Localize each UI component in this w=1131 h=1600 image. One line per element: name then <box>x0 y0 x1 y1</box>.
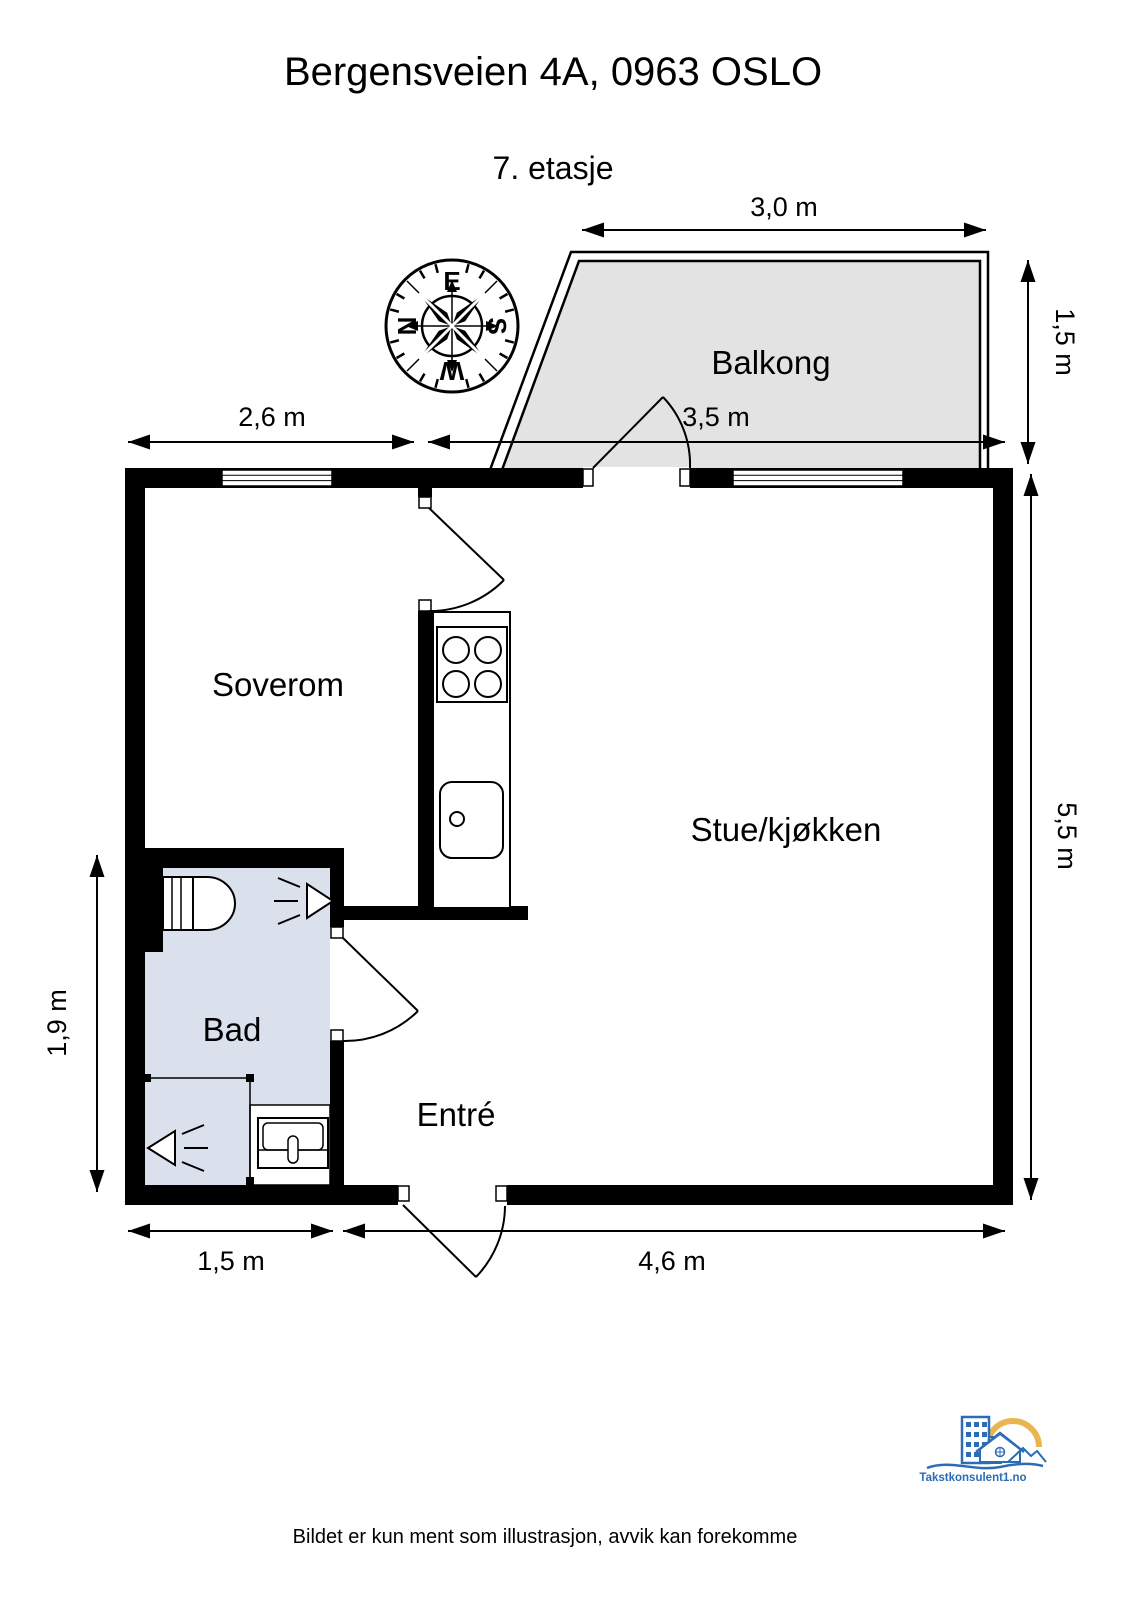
dimension-label-bath-depth: 1,9 m <box>42 989 72 1057</box>
dimension-label-bedroom-width: 2,6 m <box>238 402 306 432</box>
bedroom-window <box>221 469 333 487</box>
compass-letter-south: S <box>482 317 512 334</box>
living-room-window <box>732 469 904 487</box>
dimension-lines <box>89 222 1039 1239</box>
compass-letter-west: W <box>439 356 464 386</box>
compass-letter-east: E <box>443 266 460 296</box>
room-label-living-kitchen: Stue/kjøkken <box>691 811 882 848</box>
dimension-label-living-width: 3,5 m <box>682 402 750 432</box>
compass-rose: E S W N <box>384 258 520 394</box>
room-label-bedroom: Soverom <box>212 666 344 703</box>
spotlight-icon <box>274 877 335 925</box>
dimension-label-balcony-depth: 1,5 m <box>1050 308 1080 376</box>
bathroom-door <box>330 926 419 1043</box>
dimension-label-bottom-width: 4,6 m <box>638 1246 706 1276</box>
page-title: Bergensveien 4A, 0963 OSLO <box>283 50 823 94</box>
floor-subtitle: 7. etasje <box>492 150 614 186</box>
disclaimer-text: Bildet er kun ment som illustrasjon, avv… <box>292 1526 798 1548</box>
logo-mountains <box>1007 1446 1047 1463</box>
washbasin-icon <box>257 1117 329 1169</box>
room-label-balcony: Balkong <box>711 344 830 381</box>
dimension-label-balcony-width: 3,0 m <box>750 192 818 222</box>
kitchen-sink-icon <box>439 781 504 859</box>
bedroom-door <box>418 496 505 613</box>
logo-house <box>975 1431 1025 1463</box>
logo-wave <box>926 1462 1044 1470</box>
dimension-label-living-depth: 5,5 m <box>1052 802 1082 870</box>
compass-letter-north: N <box>392 317 422 336</box>
balcony-door <box>582 396 692 489</box>
dimension-label-bath-width: 1,5 m <box>197 1246 265 1276</box>
logo: Takstkonsulent1.no <box>919 1415 1047 1484</box>
shower-area <box>143 1074 254 1185</box>
entrance-door <box>397 1184 508 1278</box>
room-label-entry: Entré <box>417 1096 496 1133</box>
balcony-area <box>488 250 990 472</box>
stove-icon <box>436 626 508 703</box>
shower-light-icon <box>146 1124 208 1172</box>
kitchen-counter <box>432 611 511 909</box>
logo-text: Takstkonsulent1.no <box>919 1472 1026 1484</box>
toilet-icon <box>162 876 236 931</box>
room-label-bathroom: Bad <box>203 1011 262 1048</box>
